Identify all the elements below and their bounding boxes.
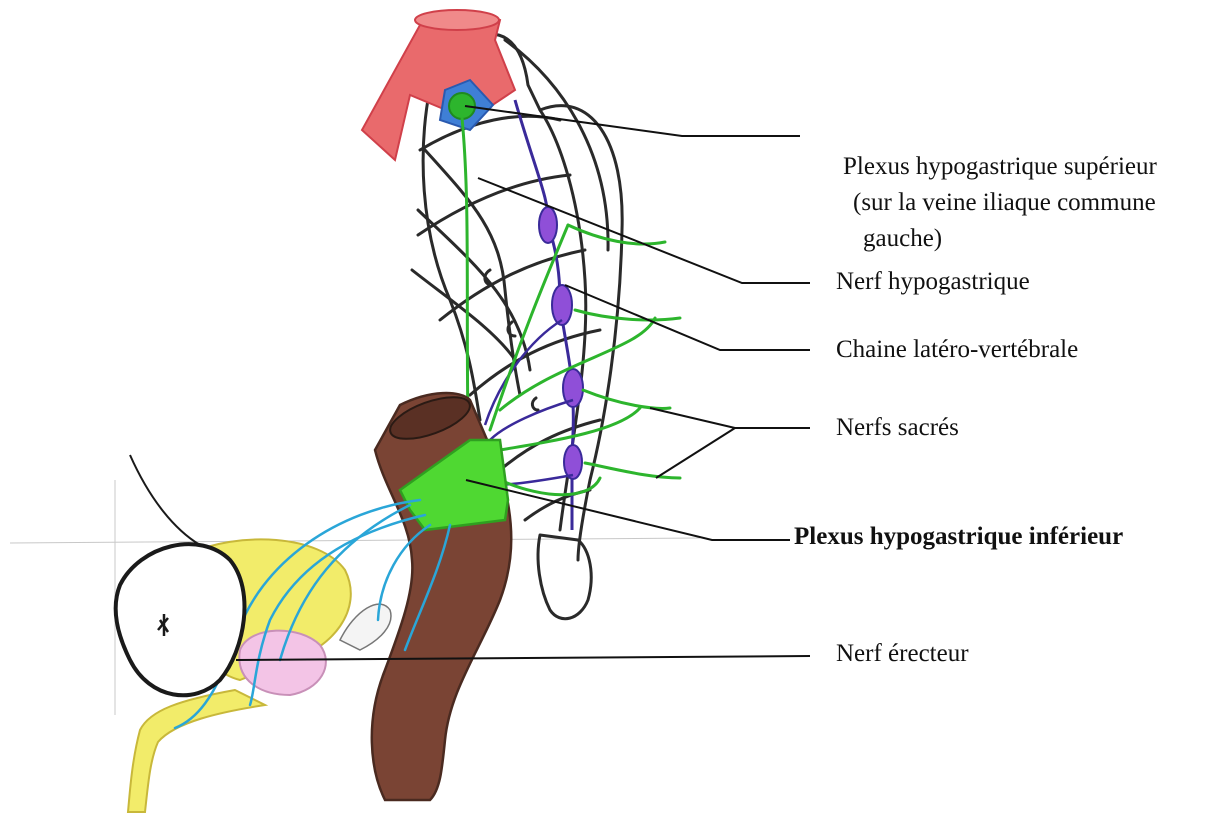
pubic-bone (116, 544, 245, 695)
label-erector-nerve: Nerf érecteur (836, 637, 969, 671)
hypogastric-nerve (462, 118, 468, 425)
sympathetic-ganglion (539, 207, 557, 243)
construction-lines (10, 480, 700, 715)
label-hypogastric-nerve: Nerf hypogastrique (836, 265, 1030, 299)
prostate (239, 631, 326, 695)
pelvic-wall (130, 455, 200, 545)
sympathetic-ganglion (564, 445, 582, 479)
label-superior-plexus-line3: gauche) (863, 225, 942, 252)
label-inferior-hypogastric-plexus: Plexus hypogastrique inférieur (794, 520, 1123, 554)
sympathetic-ganglion (552, 285, 572, 325)
label-sacral-nerves: Nerfs sacrés (836, 411, 959, 445)
label-latero-vertebral-chain: Chaine latéro-vertébrale (836, 333, 1078, 367)
common-iliac-vessels (362, 10, 515, 160)
